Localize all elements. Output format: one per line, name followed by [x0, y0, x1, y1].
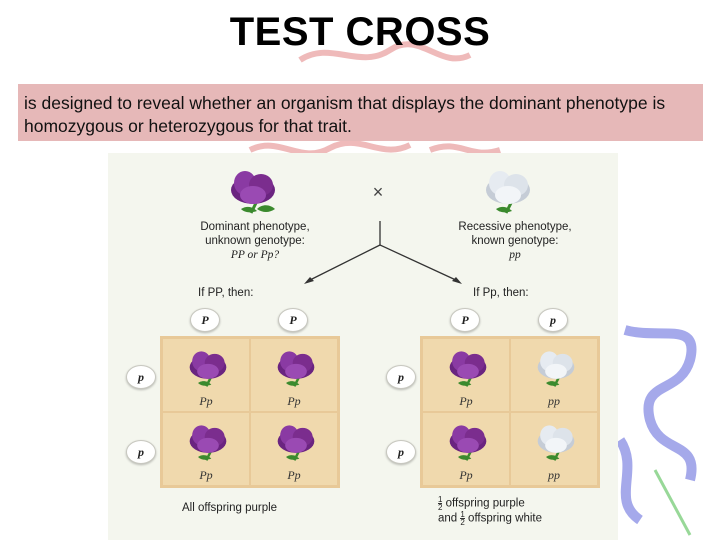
- right-side-gamete-2: p: [386, 440, 416, 464]
- test-cross-figure: × Dominant phenotype, unknown genotype: …: [108, 153, 618, 540]
- left-side-gamete-2: p: [126, 440, 156, 464]
- purple-flower-icon: [449, 425, 487, 461]
- white-flower-icon: [537, 351, 575, 387]
- left-cell-4: Pp: [251, 413, 337, 485]
- left-top-gamete-1: P: [190, 308, 220, 332]
- left-top-gamete-2: P: [278, 308, 308, 332]
- purple-flower-icon: [189, 425, 227, 461]
- right-cell-4: pp: [511, 413, 597, 485]
- green-stick-decoration: [653, 469, 692, 536]
- subtitle-text: is designed to reveal whether an organis…: [24, 93, 666, 136]
- left-cell-1-genotype: Pp: [199, 394, 213, 408]
- right-top-gamete-1: P: [450, 308, 480, 332]
- recessive-line1: Recessive phenotype,: [458, 221, 572, 233]
- recessive-parent-label: Recessive phenotype, known genotype: pp: [420, 220, 610, 262]
- dominant-parent-label: Dominant phenotype, unknown genotype: PP…: [160, 220, 350, 262]
- purple-flower-icon: [189, 351, 227, 387]
- page-title: TEST CROSS: [229, 10, 491, 54]
- left-cell-2: Pp: [251, 339, 337, 411]
- left-cell-3-genotype: Pp: [199, 468, 213, 482]
- purple-flower-icon: [449, 351, 487, 387]
- dominant-line3: PP or Pp?: [230, 249, 280, 261]
- left-cell-2-genotype: Pp: [287, 394, 301, 408]
- left-side-gamete-1: p: [126, 365, 156, 389]
- right-cell-3-genotype: Pp: [459, 468, 473, 482]
- right-cell-1-genotype: Pp: [459, 394, 473, 408]
- recessive-line3: pp: [509, 249, 521, 261]
- white-flower-icon: [537, 425, 575, 461]
- blue-ribbon-decoration: [615, 325, 697, 525]
- right-punnett-square: Pp pp Pp pp: [420, 336, 600, 488]
- branch-arrows: [304, 221, 462, 284]
- left-summary: All offspring purple: [182, 502, 278, 514]
- left-case-label: If PP, then:: [198, 287, 254, 299]
- cross-symbol: ×: [372, 182, 384, 202]
- right-top-gamete-2: p: [538, 308, 568, 332]
- right-side-gamete-1: p: [386, 365, 416, 389]
- subtitle-banner: [18, 84, 703, 141]
- right-cell-1: Pp: [423, 339, 509, 411]
- white-flower-parent-icon: [486, 171, 530, 214]
- dominant-line1: Dominant phenotype,: [200, 221, 310, 233]
- dominant-line2: unknown genotype:: [205, 235, 305, 247]
- left-punnett-square: Pp Pp Pp Pp: [160, 336, 340, 488]
- right-cell-2: pp: [511, 339, 597, 411]
- right-case-label: If Pp, then:: [473, 287, 529, 299]
- purple-flower-parent-icon: [231, 171, 275, 214]
- right-cell-3: Pp: [423, 413, 509, 485]
- purple-flower-icon: [277, 425, 315, 461]
- left-cell-1: Pp: [163, 339, 249, 411]
- purple-flower-icon: [277, 351, 315, 387]
- right-cell-4-genotype: pp: [548, 468, 560, 482]
- left-cell-3: Pp: [163, 413, 249, 485]
- left-cell-4-genotype: Pp: [287, 468, 301, 482]
- right-cell-2-genotype: pp: [548, 394, 560, 408]
- recessive-line2: known genotype:: [471, 235, 559, 247]
